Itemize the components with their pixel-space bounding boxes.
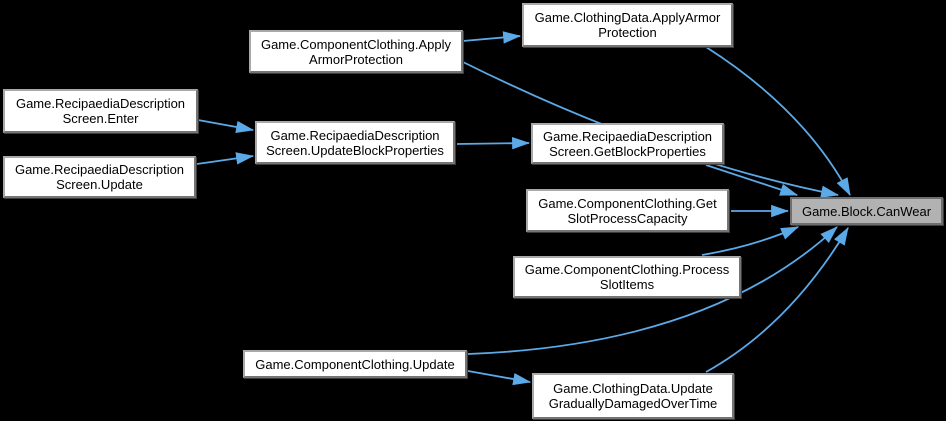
- node-label-line: ArmorProtection: [309, 51, 403, 67]
- node-block-canwear: Game.Block.CanWear: [790, 197, 943, 225]
- node-label-line: Game.ClothingData.Update: [553, 381, 713, 396]
- edge-recipaediadescriptionscreen-enter-to-recipaediadescriptionscreen-updateblockproperties: [197, 119, 255, 134]
- node-label-line: Game.ComponentClothing.Process: [524, 262, 730, 277]
- edge-recipaediadescriptionscreen-updateblockproperties-to-recipaediadescriptionscreen-getblockproperties: [456, 137, 531, 150]
- node-label-line: Screen.Enter: [62, 111, 139, 126]
- node-label-line: Protection: [598, 25, 657, 40]
- node-label-line: Game.RecipaediaDescription: [270, 127, 440, 143]
- node-label-line: Game.RecipaediaDescription: [15, 96, 186, 111]
- node-label-line: Screen.Update: [56, 177, 143, 192]
- node-label-line: Game.ComponentClothing.Update: [255, 356, 455, 372]
- node-label-line: Game.ClothingData.ApplyArmor: [534, 10, 721, 25]
- edge-componentclothing-update-to-block-canwear: [467, 226, 838, 355]
- edge-recipaediadescriptionscreen-update-to-recipaediadescriptionscreen-updateblockproperties: [196, 152, 255, 165]
- node-label-line: Game.ComponentClothing.Apply: [260, 36, 452, 52]
- node-label-line: SlotItems: [599, 277, 655, 292]
- node-label-line: SlotProcessCapacity: [567, 210, 688, 226]
- node-componentclothing-update[interactable]: Game.ComponentClothing.Update: [243, 350, 467, 378]
- node-label-line: Screen.GetBlockProperties: [549, 143, 706, 159]
- node-label-line: Game.RecipaediaDescription: [14, 162, 185, 177]
- edge-recipaediadescriptionscreen-getblockproperties-to-block-canwear: [705, 164, 799, 196]
- node-label-line: Game.ComponentClothing.Get: [538, 195, 717, 211]
- edge-componentclothing-processslotitems-to-block-canwear: [701, 226, 800, 256]
- edge-clothingdata-updategraduallydamagedovertime-to-block-canwear: [705, 227, 849, 373]
- node-label-line: Game.Block.CanWear: [801, 203, 932, 219]
- node-label-line: Game.RecipaediaDescription: [542, 128, 713, 144]
- edge-componentclothing-update-to-clothingdata-updategraduallydamagedovertime: [467, 370, 532, 386]
- edge-clothingdata-applyarmorprotection-to-block-canwear: [705, 46, 851, 196]
- edge-componentclothing-applyarmorprotection-to-clothingdata-applyarmorprotection: [462, 31, 522, 44]
- node-label-line: GraduallyDamagedOverTime: [548, 396, 718, 411]
- node-label-line: Screen.UpdateBlockProperties: [266, 142, 444, 158]
